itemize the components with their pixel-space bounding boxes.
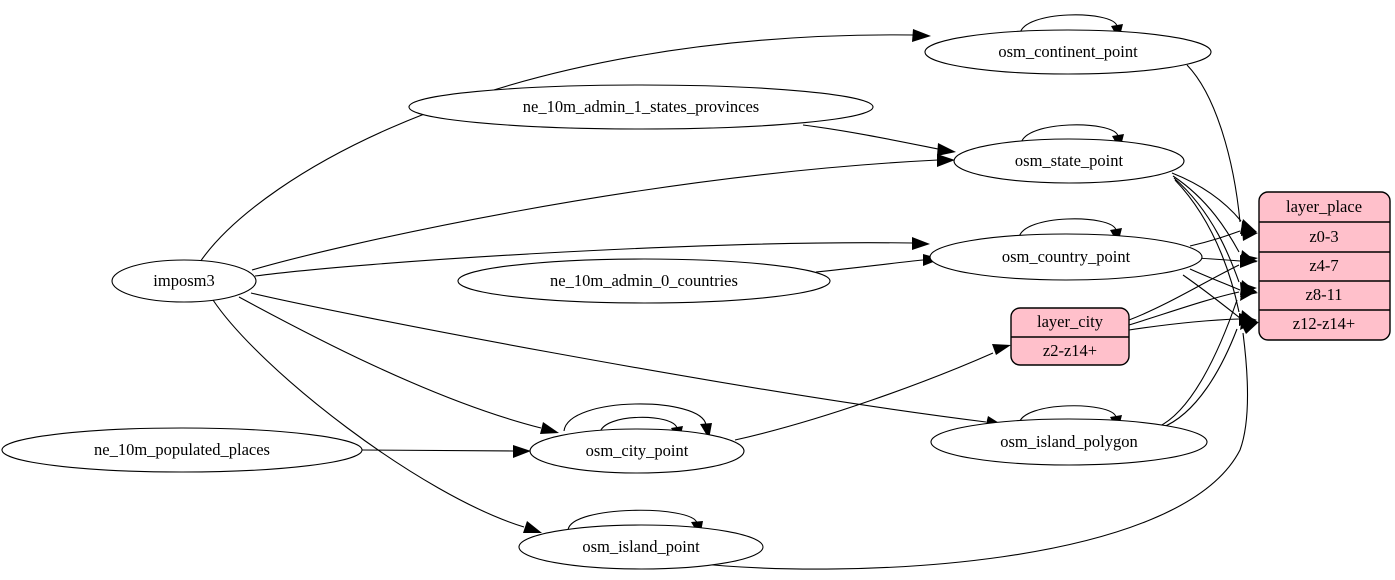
edge-imposm3-to-osm_continent_point <box>199 34 916 263</box>
node-shape-ellipse[interactable] <box>953 138 1185 184</box>
record-node-layer_city[interactable]: layer_city z2-z14+ <box>1010 307 1130 366</box>
node-shape-ellipse[interactable] <box>408 84 874 130</box>
node-label: osm_city_point <box>586 441 689 460</box>
record-title: layer_city <box>1037 312 1104 331</box>
edge-imposm3-to-osm_city_point <box>238 296 542 429</box>
node-ne_10m_admin_0_countries[interactable]: ne_10m_admin_0_countries <box>457 258 831 304</box>
edge-imposm3-to-osm_state_point <box>251 159 939 271</box>
node-layer: imposm3 ne_10m_admin_1_states_provinces … <box>1 29 1391 570</box>
edge-osm_city_point-to-layer_city-z2_z14p <box>734 352 994 441</box>
node-shape-ellipse[interactable] <box>924 29 1212 75</box>
edge-osm_city_point-self-loop-inner <box>599 416 678 434</box>
record-row-z12-z14p[interactable]: z12-z14+ <box>1293 314 1355 333</box>
edge-osm_island_point-to-layer_place-z12_z14p <box>691 332 1249 570</box>
node-osm_state_point[interactable]: osm_state_point <box>953 138 1185 184</box>
node-shape-ellipse[interactable] <box>111 259 257 303</box>
node-label: ne_10m_admin_0_countries <box>550 271 738 290</box>
edge-layer_city-to-layer_place-z12_z14p <box>1128 318 1240 331</box>
node-osm_city_point[interactable]: osm_city_point <box>529 428 745 474</box>
node-shape-ellipse[interactable] <box>457 258 831 304</box>
node-osm_continent_point[interactable]: osm_continent_point <box>924 29 1212 75</box>
edge-imposm3-to-osm_country_point <box>254 242 914 277</box>
record-row-z4-7[interactable]: z4-7 <box>1309 256 1338 275</box>
node-osm_country_point[interactable]: osm_country_point <box>929 233 1203 281</box>
arrowhead <box>513 445 531 458</box>
arrowhead <box>523 521 542 533</box>
arrowhead <box>1239 313 1257 326</box>
node-shape-ellipse[interactable] <box>518 524 764 570</box>
edge-imposm3-to-osm_island_polygon <box>250 292 987 423</box>
edge-osm_continent_point-to-layer_place-z0_3 <box>1186 64 1241 223</box>
edge-layer_city-to-layer_place-z4_7 <box>1128 264 1240 321</box>
node-shape-ellipse[interactable] <box>929 233 1203 281</box>
edge-osm_island_polygon-to-layer_place-z12_z14p <box>1160 328 1238 429</box>
node-label: osm_country_point <box>1002 247 1131 266</box>
node-label: osm_island_polygon <box>1000 432 1138 451</box>
arrowhead <box>937 143 956 156</box>
node-ne_10m_admin_1_states_provinces[interactable]: ne_10m_admin_1_states_provinces <box>408 84 874 130</box>
arrowhead <box>937 154 955 167</box>
record-node-layer_place[interactable]: layer_place z0-3 z4-7 z8-11 z12-z14+ <box>1258 191 1391 341</box>
edge-osm_island_point-self-loop <box>567 509 698 531</box>
arrowhead <box>912 237 930 250</box>
node-label: ne_10m_admin_1_states_provinces <box>523 97 759 116</box>
record-title: layer_place <box>1286 197 1362 216</box>
node-imposm3[interactable]: imposm3 <box>111 259 257 303</box>
edge-osm_state_point-self-loop <box>1020 124 1119 145</box>
edge-osm_island_polygon-self-loop <box>1018 405 1117 425</box>
arrowhead <box>1242 229 1258 241</box>
record-body[interactable] <box>1258 191 1391 341</box>
node-shape-ellipse[interactable] <box>529 428 745 474</box>
node-label: osm_island_point <box>582 537 700 556</box>
edge-ne_10m_admin_1_states_provinces-to-osm_state_point <box>802 124 939 150</box>
arrowhead <box>1241 254 1258 266</box>
edge-osm_island_polygon-to-layer_place-z8_11 <box>1157 299 1238 428</box>
edge-osm_state_point-to-layer_place-z0_3 <box>1171 172 1242 222</box>
node-label: ne_10m_populated_places <box>94 440 270 459</box>
edge-osm_country_point-to-layer_place-z4_7 <box>1195 257 1241 262</box>
node-label: imposm3 <box>153 271 214 290</box>
edge-ne_10m_admin_0_countries-to-osm_country_point <box>815 259 924 273</box>
node-label: osm_continent_point <box>998 42 1138 61</box>
node-label: osm_state_point <box>1015 151 1124 170</box>
record-row-z2-z14p[interactable]: z2-z14+ <box>1043 341 1097 360</box>
arrowhead <box>540 422 559 434</box>
arrowhead <box>1240 322 1259 334</box>
edge-osm_country_point-to-layer_place-z8_11 <box>1189 268 1241 291</box>
edge-osm_continent_point-self-loop <box>1019 14 1118 35</box>
edge-osm_city_point-self-loop-outer <box>563 403 707 432</box>
edge-osm_state_point-to-layer_place-z4_7 <box>1172 175 1240 253</box>
edge-ne_10m_populated_places-to-osm_city_point <box>361 449 514 452</box>
node-osm_island_polygon[interactable]: osm_island_polygon <box>930 418 1208 466</box>
edge-osm_state_point-to-layer_place-z8_11 <box>1173 177 1240 283</box>
node-ne_10m_populated_places[interactable]: ne_10m_populated_places <box>1 427 363 473</box>
record-row-z8-11[interactable]: z8-11 <box>1306 285 1343 304</box>
record-row-z0-3[interactable]: z0-3 <box>1309 227 1338 246</box>
arrowhead <box>912 29 931 42</box>
node-shape-ellipse[interactable] <box>930 418 1208 466</box>
node-osm_island_point[interactable]: osm_island_point <box>518 524 764 570</box>
arrowhead <box>1240 282 1257 294</box>
edge-layer_city-to-layer_place-z8_11 <box>1128 291 1240 326</box>
edge-imposm3-to-osm_island_point <box>212 299 525 528</box>
node-shape-ellipse[interactable] <box>1 427 363 473</box>
edge-osm_country_point-self-loop <box>1018 218 1117 239</box>
arrowhead <box>992 344 1011 355</box>
edge-osm_country_point-to-layer_place-z0_3 <box>1189 230 1241 247</box>
